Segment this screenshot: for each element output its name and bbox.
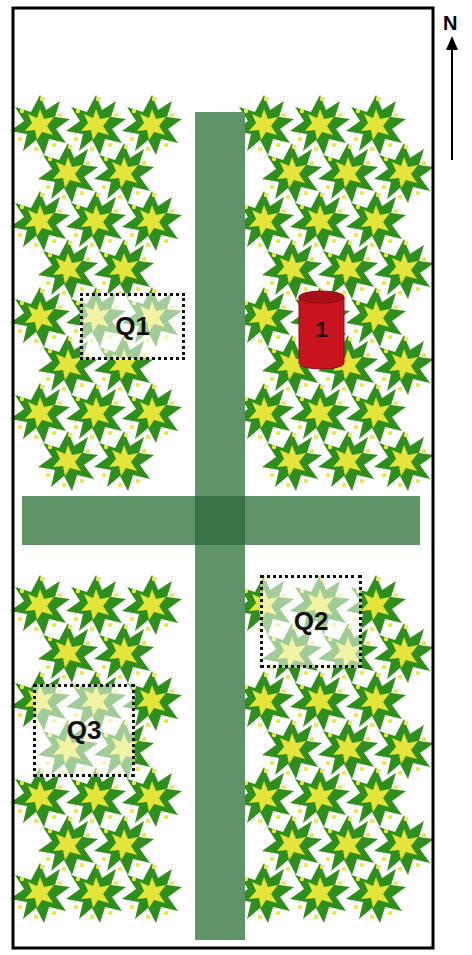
tree-symbol — [38, 431, 98, 491]
path-ew — [22, 496, 420, 545]
tree-symbol — [318, 431, 378, 491]
tree-symbol — [318, 143, 378, 203]
tree-symbol — [38, 239, 98, 299]
quadrat-box: Q1 — [80, 293, 185, 360]
tree-symbol — [122, 95, 182, 155]
path-junction — [195, 496, 245, 545]
tree-symbol — [66, 383, 126, 443]
tree-symbol — [262, 719, 322, 779]
tree-symbol — [262, 815, 322, 875]
north-arrow — [451, 46, 453, 160]
tree-symbol — [290, 383, 350, 443]
path-ns — [195, 112, 245, 940]
tree-symbol — [94, 431, 154, 491]
tree-symbol — [290, 671, 350, 731]
tree-symbol — [38, 143, 98, 203]
tree-symbol — [122, 383, 182, 443]
tree-symbol — [10, 191, 70, 251]
quadrat-label: Q3 — [67, 715, 102, 746]
tree-symbol — [94, 815, 154, 875]
tree-symbol — [346, 767, 406, 827]
north-arrowhead — [446, 36, 458, 50]
red-marker: 1 — [298, 290, 345, 370]
tree-symbol — [10, 287, 70, 347]
tree-symbol — [346, 671, 406, 731]
callout-number: 1 — [315, 317, 327, 343]
tree-symbol — [374, 335, 434, 395]
tree-symbol — [318, 815, 378, 875]
tree-symbol — [346, 383, 406, 443]
tree-symbol — [374, 623, 434, 683]
quadrat-label: Q1 — [115, 311, 150, 342]
north-label: N — [443, 12, 457, 35]
tree-symbol — [122, 191, 182, 251]
tree-symbol — [122, 863, 182, 923]
plot-border — [13, 8, 433, 948]
tree-symbol — [374, 239, 434, 299]
tree-symbol — [66, 95, 126, 155]
tree-symbol — [94, 143, 154, 203]
tree-symbol — [374, 431, 434, 491]
tree-symbol — [346, 287, 406, 347]
quadrat-box: Q2 — [260, 575, 362, 668]
tree-symbol — [66, 863, 126, 923]
tree-symbol — [10, 95, 70, 155]
tree-symbol — [346, 191, 406, 251]
tree-symbol — [374, 719, 434, 779]
tree-symbol — [262, 239, 322, 299]
tree-symbol — [10, 863, 70, 923]
tree-symbol — [10, 575, 70, 635]
tree-symbol — [262, 431, 322, 491]
quadrat-label: Q2 — [294, 606, 329, 637]
tree-symbol — [122, 575, 182, 635]
tree-symbol — [318, 239, 378, 299]
tree-symbol — [346, 863, 406, 923]
tree-symbol — [290, 95, 350, 155]
tree-symbol — [290, 767, 350, 827]
tree-symbol — [318, 719, 378, 779]
tree-symbol — [374, 143, 434, 203]
tree-symbol — [290, 863, 350, 923]
tree-symbol — [10, 383, 70, 443]
tree-symbol — [38, 623, 98, 683]
tree-symbol — [38, 815, 98, 875]
tree-symbol — [346, 95, 406, 155]
tree-symbol — [66, 575, 126, 635]
quadrat-box: Q3 — [33, 684, 135, 777]
tree-symbol — [94, 239, 154, 299]
tree-symbol — [94, 623, 154, 683]
tree-symbol — [290, 191, 350, 251]
tree-symbol — [66, 191, 126, 251]
tree-symbol — [262, 143, 322, 203]
tree-symbol — [374, 815, 434, 875]
